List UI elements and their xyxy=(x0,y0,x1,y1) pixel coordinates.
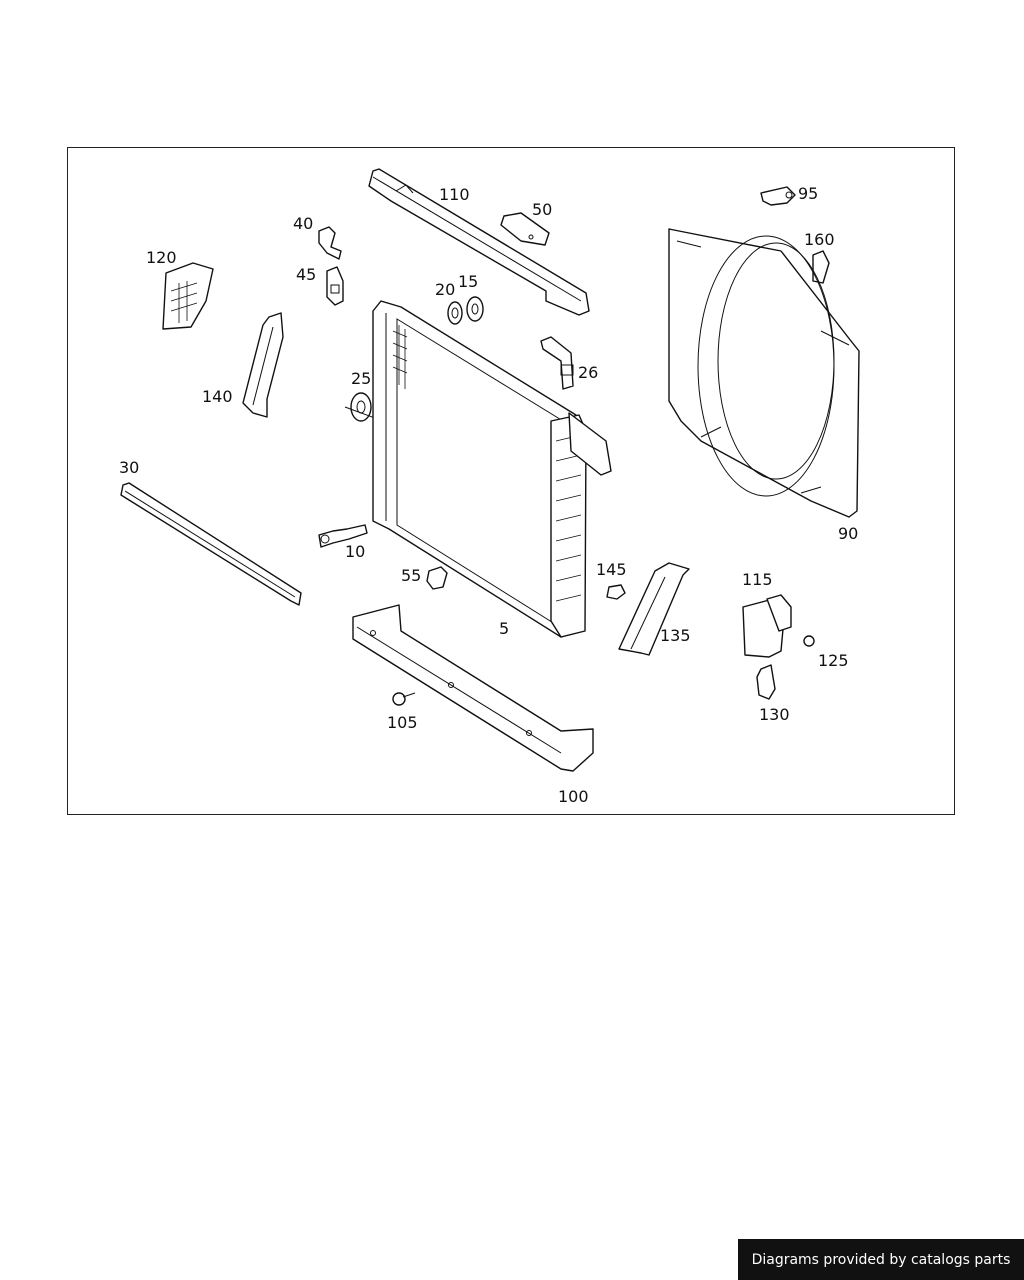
callout-25: 25 xyxy=(351,369,371,388)
bulb-part xyxy=(756,664,776,700)
washer-part xyxy=(447,301,463,325)
callout-115: 115 xyxy=(742,570,773,589)
callout-135: 135 xyxy=(660,626,691,645)
callout-110: 110 xyxy=(439,185,470,204)
callout-15: 15 xyxy=(458,272,478,291)
seal-strip-part xyxy=(120,482,302,606)
drain-plug-part xyxy=(318,524,368,548)
cap-part xyxy=(500,212,550,246)
credit-banner: Diagrams provided by catalogs parts xyxy=(738,1239,1024,1280)
callout-140: 140 xyxy=(202,387,233,406)
callout-100: 100 xyxy=(558,787,589,806)
fan-shroud-part xyxy=(668,228,860,518)
callout-105: 105 xyxy=(387,713,418,732)
relay-bracket-part xyxy=(742,594,792,658)
radiator-part xyxy=(372,300,612,638)
callout-125: 125 xyxy=(818,651,849,670)
push-rivet-part xyxy=(392,692,416,706)
callout-labels: 110 50 40 45 120 20 15 26 25 140 30 10 5… xyxy=(119,184,858,806)
callout-160: 160 xyxy=(804,230,835,249)
callout-120: 120 xyxy=(146,248,177,267)
callout-45: 45 xyxy=(296,265,316,284)
clip-part xyxy=(606,584,626,600)
right-air-deflector-part xyxy=(618,562,690,656)
clip-part xyxy=(326,266,344,306)
bracket-part xyxy=(760,186,796,206)
grommet-part xyxy=(426,566,448,590)
callout-40: 40 xyxy=(293,214,313,233)
callout-20: 20 xyxy=(435,280,455,299)
lower-radiator-support-part xyxy=(352,604,594,772)
callout-26: 26 xyxy=(578,363,598,382)
callout-55: 55 xyxy=(401,566,421,585)
callout-10: 10 xyxy=(345,542,365,561)
clip-part xyxy=(318,226,342,260)
nut-part xyxy=(466,296,484,322)
callout-30: 30 xyxy=(119,458,139,477)
left-air-deflector-part xyxy=(242,312,284,418)
callout-130: 130 xyxy=(759,705,790,724)
callout-90: 90 xyxy=(838,524,858,543)
air-duct-part xyxy=(162,262,214,330)
hose-fitting-part xyxy=(540,336,574,390)
callout-95: 95 xyxy=(798,184,818,203)
parts-diagram-frame: 110 50 40 45 120 20 15 26 25 140 30 10 5… xyxy=(67,147,955,815)
exploded-parts-diagram: 110 50 40 45 120 20 15 26 25 140 30 10 5… xyxy=(119,168,860,806)
upper-radiator-support-part xyxy=(368,168,590,316)
credit-text: Diagrams provided by catalogs parts xyxy=(751,1251,1011,1268)
callout-5: 5 xyxy=(499,619,509,638)
callout-145: 145 xyxy=(596,560,627,579)
callout-50: 50 xyxy=(532,200,552,219)
clip-part xyxy=(812,250,830,284)
screw-part xyxy=(803,635,815,647)
